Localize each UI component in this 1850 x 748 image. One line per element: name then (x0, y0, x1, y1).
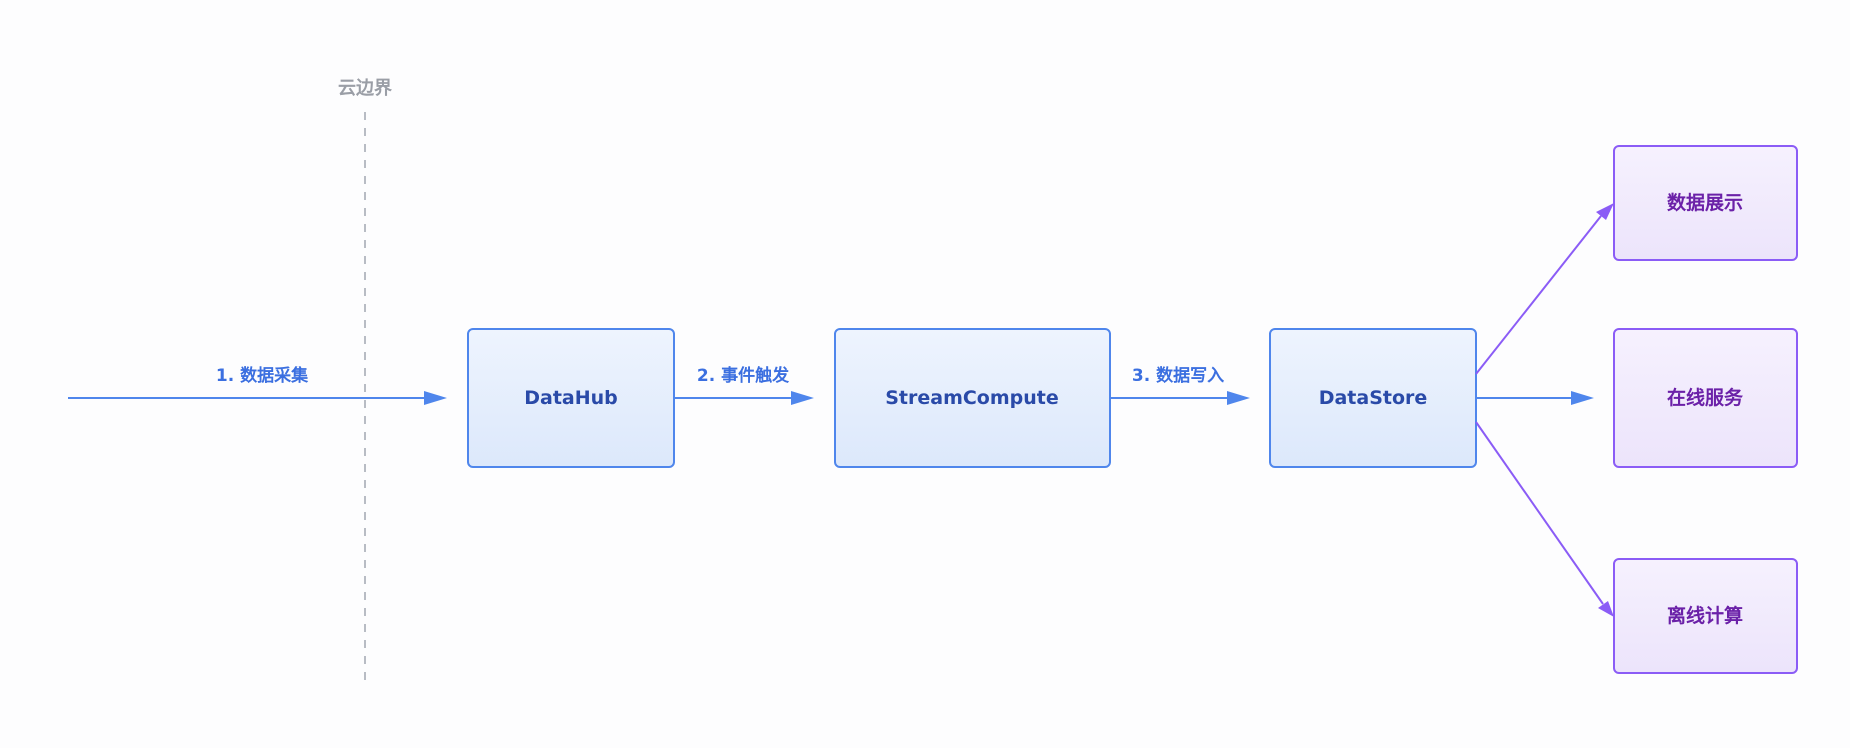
node-display[interactable]: 数据展示 (1613, 145, 1798, 261)
edge-trigger: 2. 事件触发 (674, 365, 814, 405)
cloud-boundary: 云边界 (338, 78, 392, 685)
node-datastore-label: DataStore (1319, 387, 1428, 409)
edge-trigger-label: 2. 事件触发 (697, 365, 790, 386)
edge-to-offline-line (1475, 421, 1604, 605)
edge-to-online-arrowhead (1571, 391, 1594, 405)
node-offline-label: 离线计算 (1667, 604, 1743, 627)
node-datastore[interactable]: DataStore (1269, 328, 1477, 468)
edge-write: 3. 数据写入 (1110, 365, 1250, 405)
edge-to-display-line (1475, 215, 1602, 375)
node-streamcompute[interactable]: StreamCompute (834, 328, 1111, 468)
node-display-box (1613, 145, 1798, 261)
edge-trigger-arrowhead (791, 391, 814, 405)
node-online[interactable]: 在线服务 (1613, 328, 1798, 468)
node-online-box (1613, 328, 1798, 468)
node-offline-box (1613, 558, 1798, 674)
node-datahub[interactable]: DataHub (467, 328, 675, 468)
edge-to-offline-arrowhead (1598, 601, 1614, 617)
edge-write-label: 3. 数据写入 (1132, 365, 1224, 386)
node-display-label: 数据展示 (1667, 191, 1743, 214)
edge-to-display-arrowhead (1596, 203, 1614, 220)
node-streamcompute-label: StreamCompute (885, 387, 1059, 409)
node-online-label: 在线服务 (1667, 386, 1744, 409)
edge-write-arrowhead (1227, 391, 1250, 405)
edge-collect-label: 1. 数据采集 (216, 365, 309, 386)
node-offline[interactable]: 离线计算 (1613, 558, 1798, 674)
edge-collect-arrowhead (424, 391, 447, 405)
edge-to-display (1475, 203, 1614, 375)
edge-collect: 1. 数据采集 (68, 365, 447, 405)
cloud-boundary-label: 云边界 (338, 78, 392, 99)
edge-to-offline (1475, 421, 1614, 617)
node-datahub-label: DataHub (524, 387, 618, 409)
edge-to-online (1476, 391, 1594, 405)
